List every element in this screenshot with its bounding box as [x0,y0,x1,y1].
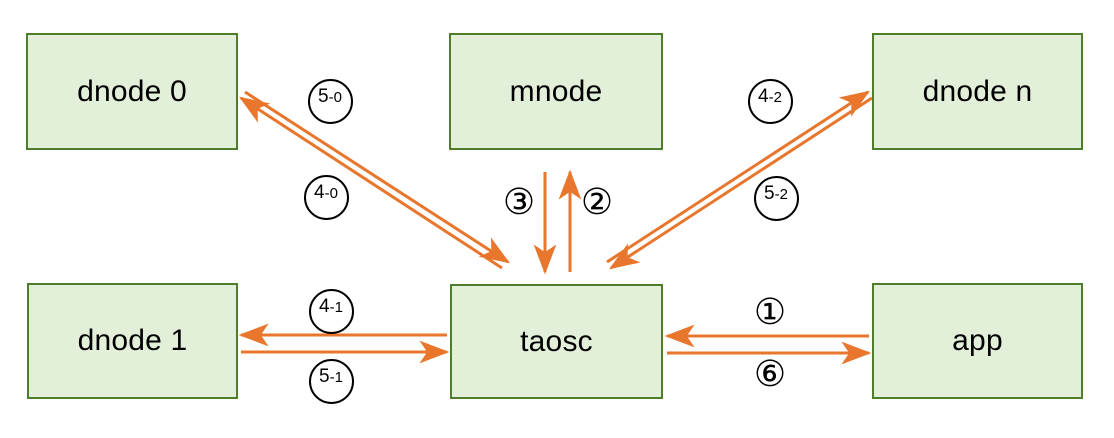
arrow-dnoden-to-taosc [608,96,873,270]
node-label-taosc: taosc [520,324,593,358]
edge-badge-main: 5 [764,182,775,204]
arrow-taosc-to-dnode0 [244,90,511,264]
edge-badge-main: 4 [314,181,325,203]
node-label-app: app [952,324,1003,357]
edge-badge-1: ① [753,292,787,333]
edge-badge-2: ② [580,182,614,223]
node-box-mnode[interactable]: mnode [449,33,663,150]
edge-badge-main: 4 [758,85,769,107]
edge-badge-4-1: 4-1 [308,288,354,334]
edge-badge-4-0: 4-0 [303,174,349,220]
edge-badge-5-2: 5-2 [753,175,799,221]
edge-badge-4-2: 4-2 [747,78,793,124]
edge-badge-5-0: 5-0 [307,78,353,124]
edge-badge-main: 5 [318,85,329,107]
edge-badge-3: ③ [502,182,536,223]
edge-badge-sub: -0 [324,184,338,202]
node-label-mnode: mnode [509,74,603,108]
edge-badge-main: 5 [319,365,330,387]
node-box-dnode0[interactable]: dnode 0 [26,33,238,150]
edge-badge-sub: -2 [768,88,782,106]
edge-badge-sub: -1 [329,298,343,316]
node-box-dnode1[interactable]: dnode 1 [27,283,238,399]
edge-badge-6: ⑥ [753,354,787,395]
node-label-dnoden: dnode n [922,74,1033,108]
node-box-taosc[interactable]: taosc [450,284,663,399]
node-box-dnoden[interactable]: dnode n [872,33,1083,150]
node-box-app[interactable]: app [872,283,1083,399]
arrow-taosc-to-dnoden [606,90,871,264]
edge-badge-5-1: 5-1 [308,358,354,404]
edge-badge-sub: -0 [328,88,342,106]
arrow-dnode0-from-taosc [238,96,503,270]
edge-badge-sub: -2 [774,185,788,203]
node-label-dnode1: dnode 1 [77,324,188,357]
edge-badge-main: 4 [319,295,330,317]
node-label-dnode0: dnode 0 [77,74,187,108]
edge-badge-sub: -1 [329,368,343,386]
